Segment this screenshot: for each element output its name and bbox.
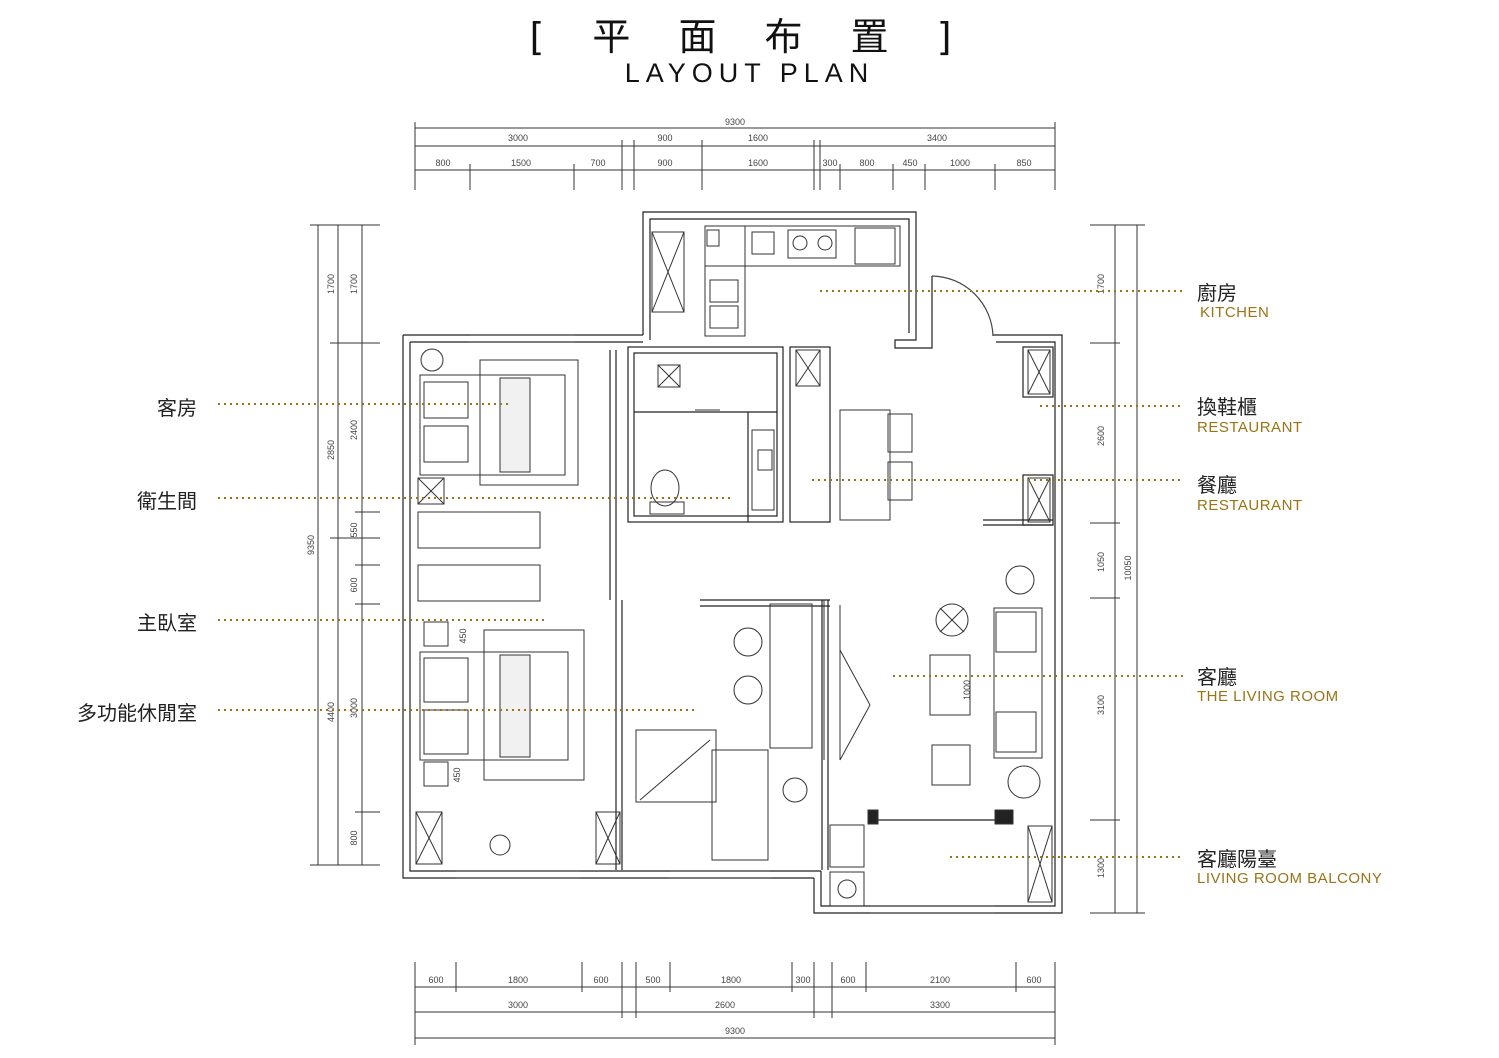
svg-text:600: 600 <box>349 577 359 592</box>
right-dimension-lines <box>1090 224 1145 914</box>
svg-text:1300: 1300 <box>1096 858 1106 878</box>
svg-text:900: 900 <box>657 158 672 168</box>
bottom-dimension-lines <box>414 962 1056 1045</box>
room-label-kitchen-cn: 廚房 <box>1197 281 1237 305</box>
room-label-shoe-cabinet-en: RESTAURANT <box>1197 419 1303 436</box>
svg-text:600: 600 <box>428 975 443 985</box>
svg-text:1800: 1800 <box>721 975 741 985</box>
svg-text:1700: 1700 <box>349 274 359 294</box>
svg-text:700: 700 <box>590 158 605 168</box>
room-label-kitchen-en: KITCHEN <box>1200 304 1270 321</box>
room-label-dining-cn: 餐廳 <box>1197 473 1237 497</box>
svg-text:3000: 3000 <box>508 1000 528 1010</box>
svg-text:1500: 1500 <box>511 158 531 168</box>
svg-text:800: 800 <box>859 158 874 168</box>
svg-text:1700: 1700 <box>1096 274 1106 294</box>
room-label-guest-room: 客房 <box>157 396 197 420</box>
svg-text:450: 450 <box>458 628 468 643</box>
svg-text:500: 500 <box>645 975 660 985</box>
svg-text:1600: 1600 <box>748 133 768 143</box>
guest-bedroom-furniture <box>417 348 579 602</box>
room-label-balcony-en: LIVING ROOM BALCONY <box>1197 870 1383 887</box>
title-english: LAYOUT PLAN <box>624 58 875 88</box>
svg-text:3000: 3000 <box>349 698 359 718</box>
svg-text:1600: 1600 <box>748 158 768 168</box>
bathroom-fixtures <box>649 364 775 515</box>
svg-text:1800: 1800 <box>508 975 528 985</box>
svg-text:2850: 2850 <box>326 440 336 460</box>
svg-text:1000: 1000 <box>950 158 970 168</box>
svg-text:450: 450 <box>902 158 917 168</box>
svg-text:9300: 9300 <box>725 1026 745 1036</box>
dining-furniture <box>795 349 1051 523</box>
svg-text:800: 800 <box>349 830 359 845</box>
room-label-leisure-room: 多功能休閒室 <box>77 701 197 725</box>
label-leader-lines <box>218 290 1183 858</box>
room-label-master-bedroom: 主臥室 <box>137 611 197 635</box>
svg-text:9300: 9300 <box>725 117 745 127</box>
svg-text:4400: 4400 <box>326 702 336 722</box>
svg-text:600: 600 <box>1026 975 1041 985</box>
room-label-bathroom: 衛生間 <box>137 489 197 513</box>
room-label-dining-en: RESTAURANT <box>1197 497 1303 514</box>
left-dimension-lines <box>310 224 380 866</box>
svg-text:2100: 2100 <box>930 975 950 985</box>
svg-text:300: 300 <box>795 975 810 985</box>
windows <box>456 334 995 914</box>
svg-text:3100: 3100 <box>1096 695 1106 715</box>
svg-text:300: 300 <box>822 158 837 168</box>
svg-text:450: 450 <box>452 767 462 782</box>
svg-text:9350: 9350 <box>306 535 316 555</box>
svg-text:850: 850 <box>1016 158 1031 168</box>
top-dimension-lines <box>414 122 1056 190</box>
walls <box>402 211 1063 914</box>
kitchen-fixtures <box>651 225 901 337</box>
living-room-furniture <box>823 565 1043 799</box>
room-label-living-room-en: THE LIVING ROOM <box>1197 688 1339 705</box>
svg-text:1700: 1700 <box>326 274 336 294</box>
svg-text:3300: 3300 <box>930 1000 950 1010</box>
leisure-room-furniture <box>635 603 813 861</box>
svg-text:550: 550 <box>349 522 359 537</box>
svg-text:3400: 3400 <box>927 133 947 143</box>
svg-text:3000: 3000 <box>508 133 528 143</box>
svg-text:600: 600 <box>593 975 608 985</box>
svg-text:2600: 2600 <box>1096 426 1106 446</box>
master-bedroom-furniture <box>415 621 621 865</box>
svg-text:1050: 1050 <box>1096 552 1106 572</box>
svg-text:900: 900 <box>657 133 672 143</box>
svg-text:2600: 2600 <box>715 1000 735 1010</box>
room-label-shoe-cabinet-cn: 換鞋櫃 <box>1197 395 1257 419</box>
svg-text:10050: 10050 <box>1123 555 1133 580</box>
balcony-fixtures <box>829 809 1053 907</box>
room-label-living-room-cn: 客廳 <box>1197 665 1237 689</box>
svg-text:2400: 2400 <box>349 420 359 440</box>
svg-text:800: 800 <box>435 158 450 168</box>
svg-text:600: 600 <box>840 975 855 985</box>
svg-text:1000: 1000 <box>962 680 972 700</box>
room-label-balcony-cn: 客廳陽臺 <box>1197 847 1277 871</box>
title-chinese: [ 平 面 布 置 ] <box>529 15 970 59</box>
